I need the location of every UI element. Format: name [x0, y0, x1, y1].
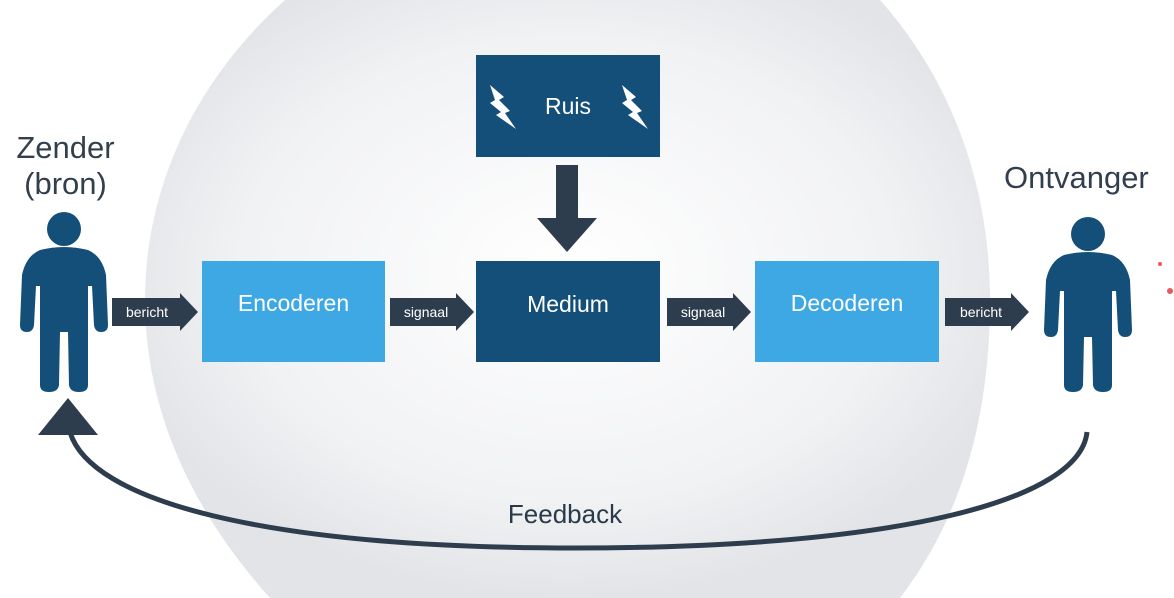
decoder-box: Decoderen — [755, 261, 939, 362]
decoder-label: Decoderen — [790, 290, 904, 316]
receiver-person-icon — [1044, 217, 1132, 392]
feedback-arrowhead — [38, 398, 98, 435]
encoder-label: Encoderen — [237, 290, 350, 316]
noise-label: Ruis — [544, 92, 591, 119]
noise-to-medium-arrow — [537, 165, 597, 252]
signal-label-2: signaal — [680, 304, 726, 320]
signal-arrow-2: signaal — [667, 293, 751, 331]
sender-person-icon — [20, 212, 108, 392]
signal-arrow-1: signaal — [390, 293, 474, 331]
message-in-arrow: bericht — [945, 293, 1029, 331]
message-in-label: bericht — [959, 304, 1003, 320]
medium-box: Medium — [476, 261, 660, 362]
lightning-icon — [490, 85, 516, 129]
message-out-arrow: bericht — [112, 293, 198, 331]
lightning-icon — [622, 85, 648, 129]
sender-label-line1: Zender — [16, 130, 115, 165]
sender-label-line2: (bron) — [24, 166, 107, 201]
receiver-label: Ontvanger — [1004, 160, 1149, 195]
encoder-box: Encoderen — [202, 261, 385, 362]
noise-box: Ruis — [476, 55, 660, 157]
feedback-arrow — [67, 431, 1090, 551]
feedback-label: Feedback — [507, 499, 623, 529]
red-dot-icon — [1167, 288, 1173, 294]
sender-label: Zender (bron) — [8, 130, 123, 202]
red-dot-icon — [1158, 262, 1162, 266]
medium-label: Medium — [527, 291, 609, 317]
signal-label-1: signaal — [403, 304, 449, 320]
message-out-label: bericht — [125, 304, 169, 320]
